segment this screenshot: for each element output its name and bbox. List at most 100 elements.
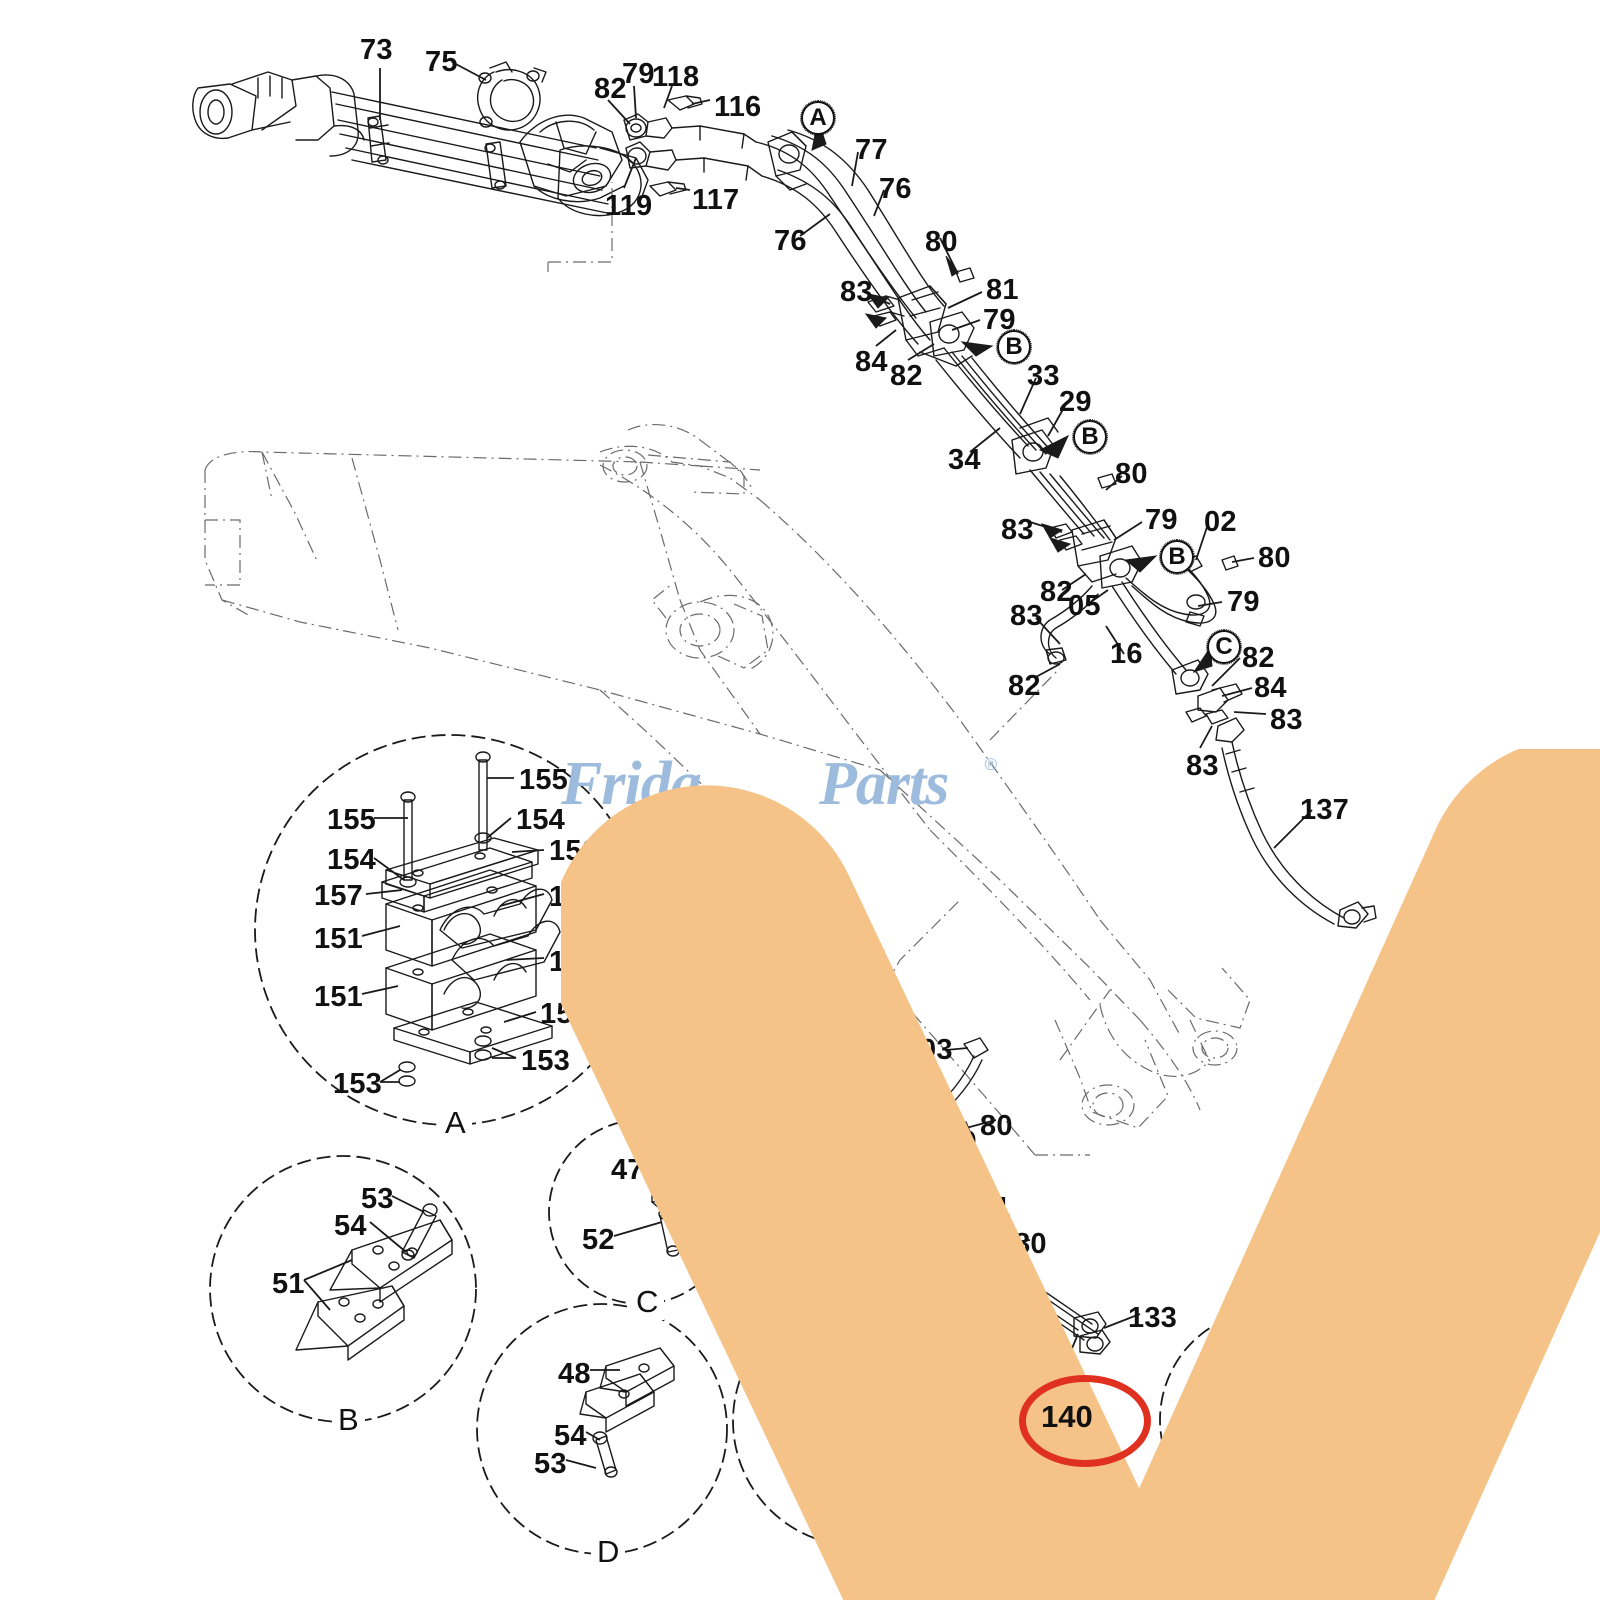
- detail-circle-outlines: [209, 734, 1381, 1555]
- callout-47: 47: [611, 1154, 644, 1186]
- callout-54: 54: [806, 1414, 839, 1446]
- callout-154: 154: [327, 844, 376, 876]
- callout-137: 137: [1300, 794, 1349, 826]
- detail-circle-label-E: E: [847, 1526, 880, 1562]
- callout-150: 150: [549, 881, 598, 913]
- callout-151: 151: [314, 923, 363, 955]
- callout-84: 84: [855, 346, 888, 378]
- callout-82: 82: [594, 73, 627, 105]
- balloon-letter: A: [809, 104, 827, 131]
- detail-balloon-B[interactable]: B: [1159, 539, 1195, 575]
- callout-151: 151: [314, 981, 363, 1013]
- detail-circle-label-C: C: [630, 1284, 665, 1320]
- callout-140: 140: [1041, 1399, 1093, 1434]
- callout-79: 79: [944, 1126, 977, 1158]
- callout-33: 33: [1027, 360, 1060, 392]
- detail-circle-label-D: D: [591, 1534, 626, 1570]
- callout-82: 82: [1040, 576, 1073, 608]
- detail-balloon-C[interactable]: C: [853, 1221, 889, 1257]
- detail-balloon-C[interactable]: C: [1206, 629, 1242, 665]
- callout-34: 34: [948, 444, 981, 476]
- balloon-letter: B: [1081, 423, 1099, 450]
- callout-83: 83: [1270, 704, 1303, 736]
- callout-80: 80: [980, 1110, 1013, 1142]
- callout-54: 54: [554, 1420, 587, 1452]
- callout-06: 06: [733, 1152, 766, 1184]
- callout-150: 150: [549, 946, 598, 978]
- detail-f-content: [1279, 1379, 1339, 1491]
- callout-153: 153: [333, 1068, 382, 1100]
- callout-83: 83: [1001, 514, 1034, 546]
- callout-82: 82: [1242, 642, 1275, 674]
- callout-29: 29: [1059, 386, 1092, 418]
- callout-54: 54: [334, 1210, 367, 1242]
- callout-70: 70: [838, 1088, 871, 1120]
- arm-pivot-assembly: [599, 423, 761, 495]
- callout-80: 80: [1014, 1228, 1047, 1260]
- callout-52: 52: [1201, 1463, 1234, 1495]
- clamp-ring-75: [476, 61, 547, 131]
- callout-84: 84: [903, 1279, 936, 1311]
- callout-79: 79: [622, 58, 655, 90]
- callout-02: 02: [1204, 506, 1237, 538]
- callout-83: 83: [1010, 600, 1043, 632]
- detail-balloon-A[interactable]: A: [800, 100, 836, 136]
- callout-153: 153: [521, 1045, 570, 1077]
- callout-79: 79: [1227, 586, 1260, 618]
- detail-balloon-F[interactable]: F: [926, 1159, 962, 1195]
- callout-84: 84: [1254, 672, 1287, 704]
- callout-117: 117: [692, 184, 740, 216]
- balloon-letter: F: [936, 1163, 952, 1190]
- callout-83: 83: [755, 1226, 788, 1258]
- callout-152: 152: [540, 998, 589, 1030]
- leader-lines: [303, 61, 1313, 1477]
- pipes-02-05-16: [1040, 555, 1243, 725]
- detail-d-content: [579, 1347, 675, 1478]
- callout-155: 155: [327, 804, 376, 836]
- callout-80: 80: [1115, 458, 1148, 490]
- highlight-ellipse-140: [1019, 1375, 1151, 1467]
- callout-155: 155: [519, 764, 568, 796]
- callout-77: 77: [855, 134, 888, 166]
- detail-a-content: [381, 751, 561, 1087]
- callout-76: 76: [774, 225, 807, 257]
- callout-16: 16: [1110, 638, 1143, 670]
- callout-82: 82: [812, 1148, 845, 1180]
- balloon-letter: C: [862, 1225, 880, 1252]
- leader-arrowheads: [864, 255, 1072, 553]
- callout-157: 157: [314, 880, 363, 912]
- callout-51: 51: [272, 1268, 305, 1300]
- callout-83: 83: [1186, 750, 1219, 782]
- detail-balloon-E[interactable]: E: [805, 1221, 841, 1257]
- boom-swivel-detail: [651, 583, 774, 671]
- detail-balloon-B[interactable]: B: [1072, 419, 1108, 455]
- callout-53: 53: [361, 1183, 394, 1215]
- callout-73: 73: [360, 34, 393, 66]
- detail-balloon-D[interactable]: D: [899, 1079, 935, 1115]
- detail-circle-label-F: F: [1259, 1510, 1290, 1546]
- callout-49: 49: [811, 1347, 844, 1379]
- callout-48: 48: [558, 1358, 591, 1390]
- hose-137: [1215, 717, 1377, 929]
- callout-05: 05: [1068, 590, 1101, 622]
- callout-156: 156: [549, 835, 598, 867]
- callout-81: 81: [978, 1192, 1011, 1224]
- balloon-letter: C: [1215, 633, 1233, 660]
- callout-83: 83: [840, 276, 873, 308]
- callout-52: 52: [582, 1224, 615, 1256]
- arm-cylinder: [192, 71, 649, 217]
- callout-154: 154: [516, 804, 565, 836]
- callout-46: 46: [1228, 1405, 1261, 1437]
- callout-82: 82: [1008, 670, 1041, 702]
- callout-53: 53: [534, 1448, 567, 1480]
- callout-53: 53: [786, 1448, 819, 1480]
- detail-circle-label-A: A: [439, 1105, 472, 1141]
- detail-circle-label-B: B: [332, 1402, 365, 1438]
- callout-82: 82: [890, 360, 923, 392]
- detail-balloon-B[interactable]: B: [996, 329, 1032, 365]
- callout-118: 118: [652, 61, 700, 93]
- boom-lower-knuckles: [1054, 967, 1251, 1129]
- callout-83: 83: [951, 1286, 984, 1318]
- callout-81: 81: [986, 274, 1019, 306]
